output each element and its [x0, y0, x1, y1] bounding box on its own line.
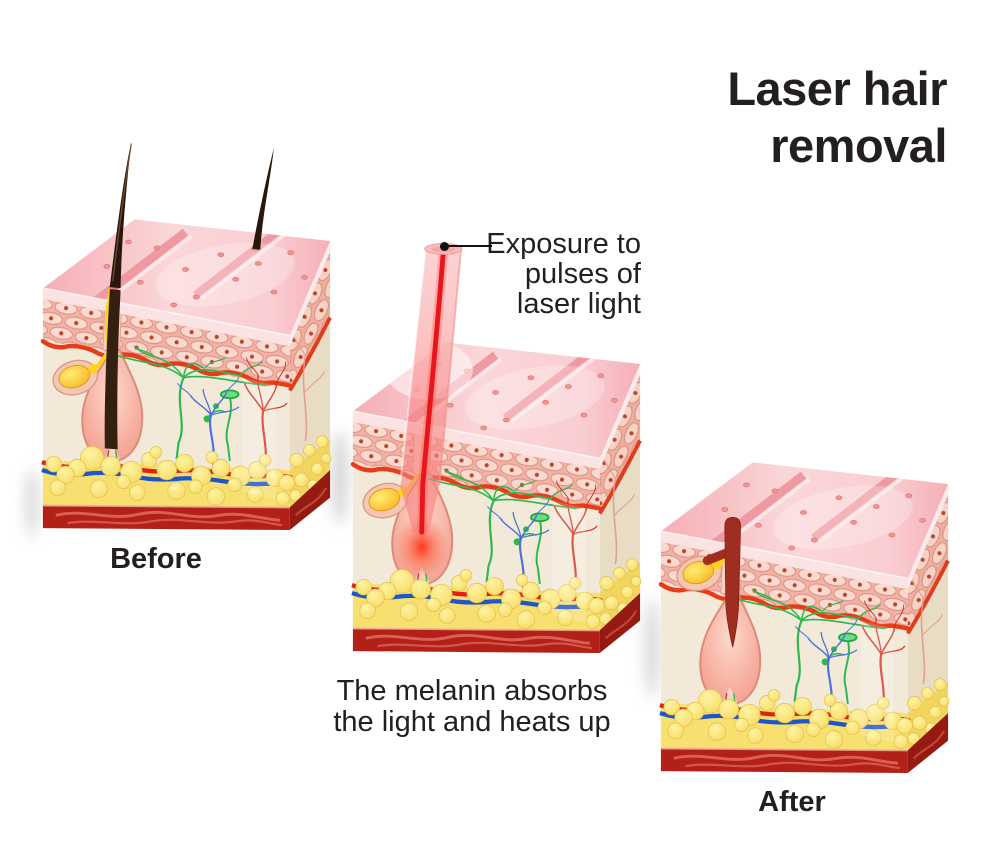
destroyed-follicle-plug	[702, 516, 741, 648]
shadow-during-block	[332, 430, 348, 525]
callout-pointer-line	[448, 245, 492, 247]
laser-exposure-callout: Exposure to pulses of laser light	[486, 228, 641, 320]
skin-block-before-illustration	[38, 141, 333, 539]
melanin-caption: The melanin absorbs the light and heats …	[333, 675, 611, 738]
laser-beam	[384, 243, 473, 579]
shadow-after-block	[645, 598, 659, 698]
hair-before	[104, 141, 274, 450]
before-label: Before	[110, 543, 202, 575]
skin-block-after-illustration	[656, 357, 951, 782]
callout-pointer-dot	[440, 242, 449, 251]
after-label: After	[758, 786, 826, 818]
skin-block	[660, 440, 949, 773]
skin-block-during-illustration	[348, 243, 643, 662]
shadow-before-block	[26, 468, 38, 538]
page-title: Laser hair removal	[727, 62, 947, 172]
